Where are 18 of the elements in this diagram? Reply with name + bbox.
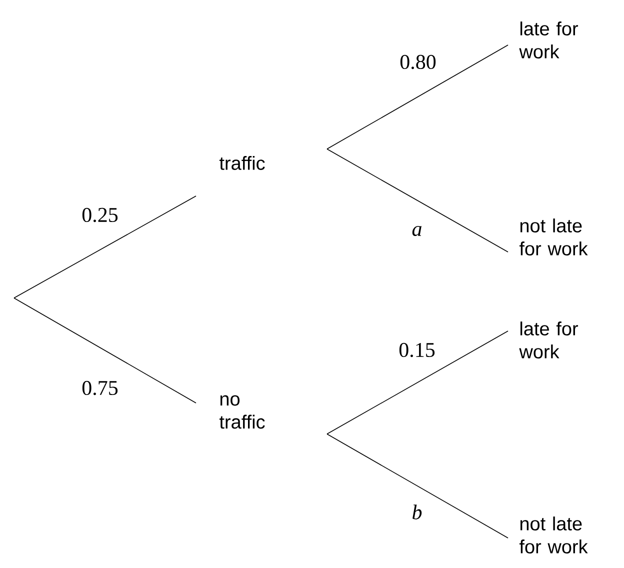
branch-line <box>14 298 196 404</box>
probability-label: 0.15 <box>398 342 436 358</box>
probability-label: 0.80 <box>398 54 438 70</box>
outcome-label: late for work <box>519 322 578 358</box>
outcome-label: not late for work <box>519 516 588 554</box>
branch-line <box>326 148 508 252</box>
branch-line <box>326 434 508 538</box>
outcome-label: no traffic <box>219 395 265 429</box>
probability-label: a <box>410 224 424 238</box>
outcome-label: late for work <box>519 22 578 58</box>
branch-line <box>326 44 508 150</box>
branch-line <box>326 330 508 434</box>
outcome-label: traffic <box>219 156 265 170</box>
branch-line <box>14 196 196 298</box>
probability-label: b <box>410 504 424 520</box>
outcome-label: not late for work <box>519 218 588 256</box>
probability-label: 0.75 <box>80 380 120 396</box>
probability-label: 0.25 <box>80 206 120 224</box>
